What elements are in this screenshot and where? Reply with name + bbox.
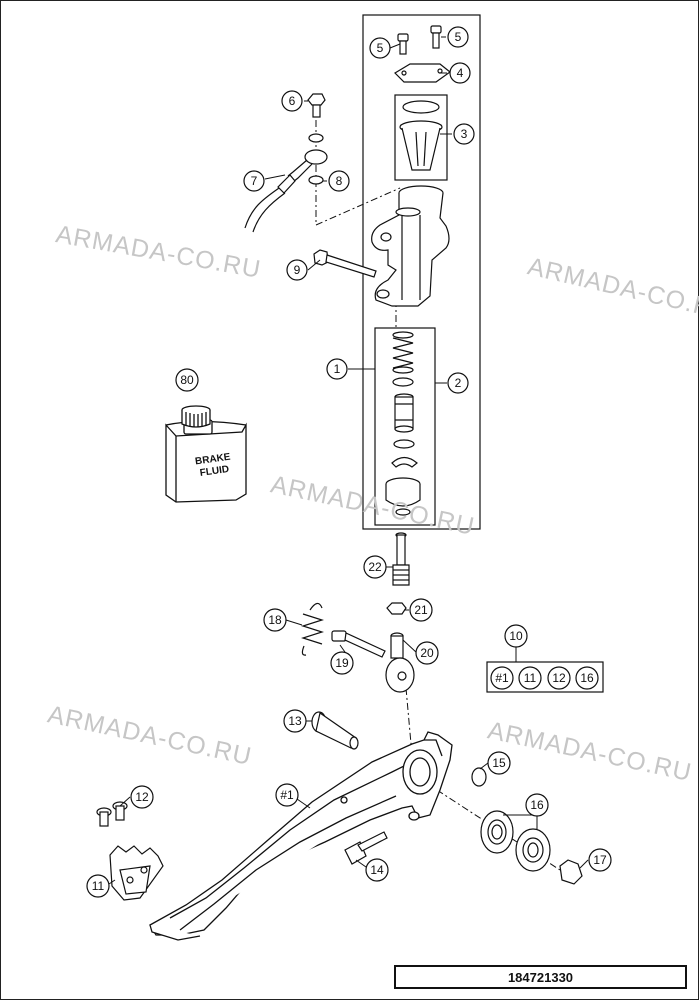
- reservoir-group-box: [394, 94, 448, 181]
- bearing-part-16b: [515, 828, 551, 872]
- screw-part-5a: [397, 33, 409, 55]
- callout-10-set-12: 12: [552, 671, 566, 685]
- washer-part-15: [471, 767, 487, 787]
- callout-2: 2: [455, 376, 462, 390]
- callout-10: 10: [509, 629, 523, 643]
- callout-8: 8: [336, 174, 343, 188]
- callout-20: 20: [420, 646, 434, 660]
- screw-part-5b: [430, 25, 442, 49]
- callout-9: 9: [294, 263, 301, 277]
- callout-10-set-16: 16: [580, 671, 594, 685]
- spring-part: [392, 331, 414, 374]
- callout-14: 14: [370, 863, 384, 877]
- clevis-part-20: [385, 632, 415, 693]
- callout-7: 7: [251, 174, 258, 188]
- callout-10-set-11: 11: [524, 671, 537, 685]
- circlip-part: [391, 456, 418, 468]
- brake-fluid-label-line1: BRAKE: [194, 452, 231, 468]
- nut-part-21: [386, 602, 407, 615]
- piston-kit-group-box: [374, 327, 436, 526]
- callout-15: 15: [492, 756, 506, 770]
- bolt-part-19: [331, 630, 386, 658]
- bolt-part-9: [313, 249, 377, 278]
- dust-boot-part: [385, 477, 421, 516]
- callout-circles: [86, 26, 612, 898]
- brake-fluid-label: BRAKE FLUID: [194, 452, 231, 479]
- callout-16: 16: [530, 798, 544, 812]
- callout-6: 6: [289, 94, 296, 108]
- seal-ring-b: [393, 439, 415, 449]
- seal-ring-a: [392, 377, 414, 387]
- banjo-bolt-part-6: [307, 93, 326, 118]
- callout-17: 17: [593, 853, 607, 867]
- brake-hose-part-7: [244, 149, 328, 233]
- callout-5-left: 5: [377, 41, 384, 55]
- callout-10-set-#1: #1: [495, 671, 509, 685]
- callout-3: 3: [461, 127, 468, 141]
- washer-part-8a: [308, 133, 324, 143]
- callout-18: 18: [268, 613, 282, 627]
- master-cylinder-body: [371, 185, 450, 307]
- callout-11: 11: [92, 879, 105, 893]
- callout-1: 1: [334, 362, 341, 376]
- spring-part-18: [301, 602, 324, 656]
- part-number: 184721330: [507, 969, 574, 985]
- callout-12: 12: [135, 790, 149, 804]
- brake-fluid-label-line2: FLUID: [199, 464, 230, 479]
- push-rod-part-22: [392, 532, 410, 586]
- callout-22: 22: [368, 560, 382, 574]
- brake-pedal-tip-part-11: [109, 845, 164, 901]
- screw-part-12: [96, 801, 128, 827]
- bearing-part-16a: [480, 810, 514, 854]
- callout-5-right: 5: [455, 30, 462, 44]
- piston-part: [394, 393, 414, 433]
- callout-4: 4: [457, 66, 464, 80]
- part-number-box: 184721330: [394, 965, 687, 989]
- pivot-bolt-part-13: [311, 711, 359, 750]
- callout-13: 13: [288, 714, 302, 728]
- callout-21: 21: [414, 603, 428, 617]
- brake-pedal-part-#1: [149, 731, 453, 941]
- reservoir-part-3: [399, 100, 443, 171]
- washer-part-8b: [308, 175, 324, 185]
- nut-part-17: [559, 859, 583, 885]
- brake-fluid-bottle-part-80: [165, 405, 247, 503]
- callout-19: 19: [335, 656, 349, 670]
- callout-#1: #1: [280, 788, 294, 802]
- screw-part-14: [344, 831, 388, 865]
- callout-80: 80: [180, 373, 194, 387]
- callout-leaders: [108, 36, 589, 885]
